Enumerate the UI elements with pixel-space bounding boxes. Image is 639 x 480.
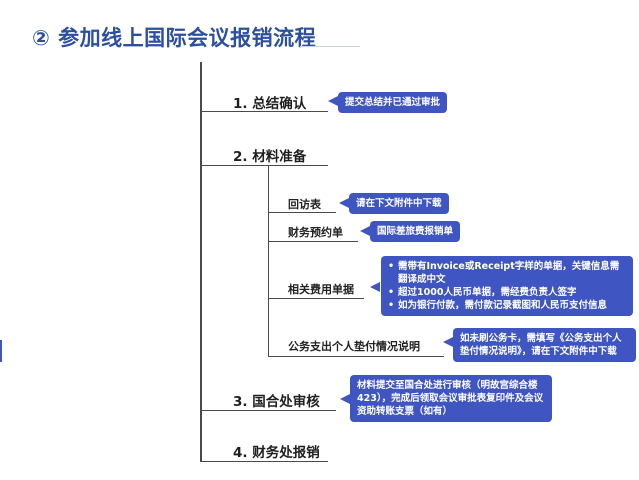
material-4-underline [268, 356, 444, 357]
arrow-icon [328, 96, 338, 106]
step-4-underline [200, 461, 328, 462]
material-3-underline [268, 298, 364, 299]
step-4-label: 4. 财务处报销 [233, 445, 320, 461]
arrow-icon [340, 394, 350, 404]
step-3-underline [200, 410, 336, 411]
step-1-label: 1. 总结确认 [233, 96, 307, 112]
step-3-label: 3. 国合处审核 [233, 394, 320, 410]
step-1-underline [200, 111, 328, 112]
arrow-icon [443, 337, 453, 347]
step-1-note: 提交总结并已通过审批 [338, 92, 448, 113]
material-3-label: 相关费用单据 [288, 283, 354, 296]
main-trunk [200, 62, 202, 462]
page-title: ② 参加线上国际会议报销流程 [32, 26, 317, 50]
step-3-note: 材料提交至国合处进行审核（明故宫综合楼423），完成后领取会议审批表复印件及会议… [350, 375, 552, 422]
material-4-label: 公务支出个人垫付情况说明 [288, 340, 420, 353]
material-4-note: 如未刷公务卡，需填写《公务支出个人垫付情况说明》，请在下文附件中下载 [453, 328, 636, 362]
material-2-label: 财务预约单 [288, 226, 343, 239]
material-3-bullets: 需带有Invoice或Receipt字样的单据，关键信息需翻译成中文 超过100… [387, 260, 627, 312]
material-2-underline [268, 241, 358, 242]
material-3-note: 需带有Invoice或Receipt字样的单据，关键信息需翻译成中文 超过100… [381, 256, 633, 316]
material-1-label: 回访表 [288, 198, 321, 211]
bullet-item: 需带有Invoice或Receipt字样的单据，关键信息需翻译成中文 [388, 260, 627, 286]
step-2-label: 2. 材料准备 [233, 149, 307, 165]
edge-marker [0, 340, 2, 362]
step-2-underline [200, 165, 328, 166]
material-1-note: 请在下文附件中下载 [349, 193, 449, 214]
materials-trunk [268, 165, 269, 357]
material-1-underline [268, 212, 336, 213]
arrow-icon [339, 198, 349, 208]
arrow-icon [360, 226, 370, 236]
title-rule [300, 46, 360, 47]
bullet-item: 超过1000人民币单据，需经费负责人签字 [388, 286, 627, 299]
bullet-item: 如为银行付款，需付款记录截图和人民币支付信息 [388, 299, 627, 312]
material-2-note: 国际差旅费报销单 [370, 221, 461, 242]
arrow-icon [370, 282, 380, 292]
